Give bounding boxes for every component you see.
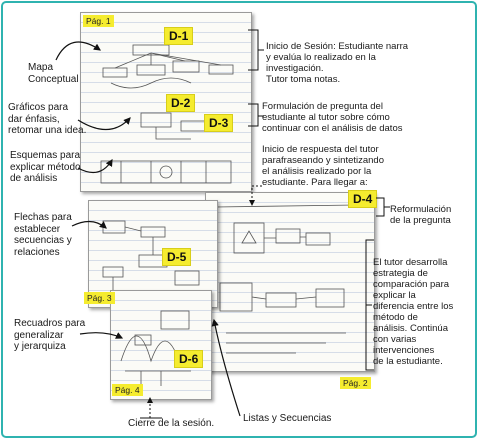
note-formulacion: Formulación de pregunta del estudiante a… [262,101,403,134]
page-4-label: Pág. 4 [112,384,143,396]
tag-d3: D-3 [204,114,234,132]
note-inicio-sesion: Inicio de Sesión: Estudiante narra y eva… [266,41,409,85]
page-2-sketch [215,204,357,354]
label-esquemas: Esquemas para explicar método de análisi… [10,150,81,184]
tag-d1: D-1 [164,27,194,45]
note-tutor-estrategia: El tutor desarrolla estrategia de compar… [373,257,454,367]
bracket-d4 [376,197,385,217]
notebook-page-2 [205,192,375,372]
note-respuesta-tutor: Inicio de respuesta del tutor parafrasea… [262,144,384,188]
tag-d6: D-6 [174,350,204,368]
tag-d5: D-5 [162,248,192,266]
tag-d4: D-4 [348,190,378,208]
label-graficos: Gráficos para dar énfasis, retomar una i… [8,102,87,136]
arrow-graficos [77,117,131,131]
page-1-label: Pág. 1 [83,15,114,27]
notebook-page-4 [110,290,212,400]
page-4-sketch [120,310,191,386]
page-1-sketch [100,44,234,184]
note-reformulacion: Reformulación de la pregunta [390,204,452,226]
page-2-label: Pág. 2 [340,377,371,389]
arrow-flechas [71,220,107,229]
bracket-d1 [248,29,259,71]
dotted-respuesta [249,185,262,206]
label-mapa-conceptual: Mapa Conceptual [28,62,79,85]
tag-d2: D-2 [166,94,196,112]
arrow-recuadros [79,332,124,339]
label-flechas: Flechas para establecer secuencias y rel… [14,212,72,258]
arrow-esquemas [77,158,113,174]
arrow-mapa [55,41,101,61]
label-listas-secuencias: Listas y Secuencias [243,413,332,424]
label-cierre-sesion: Cierre de la sesión. [128,418,215,429]
bracket-d3 [248,103,259,127]
page-3-label: Pág. 3 [84,292,115,304]
label-recuadros: Recuadros para generalizar y jerarquiza [14,318,86,352]
arrow-listas [211,318,241,417]
